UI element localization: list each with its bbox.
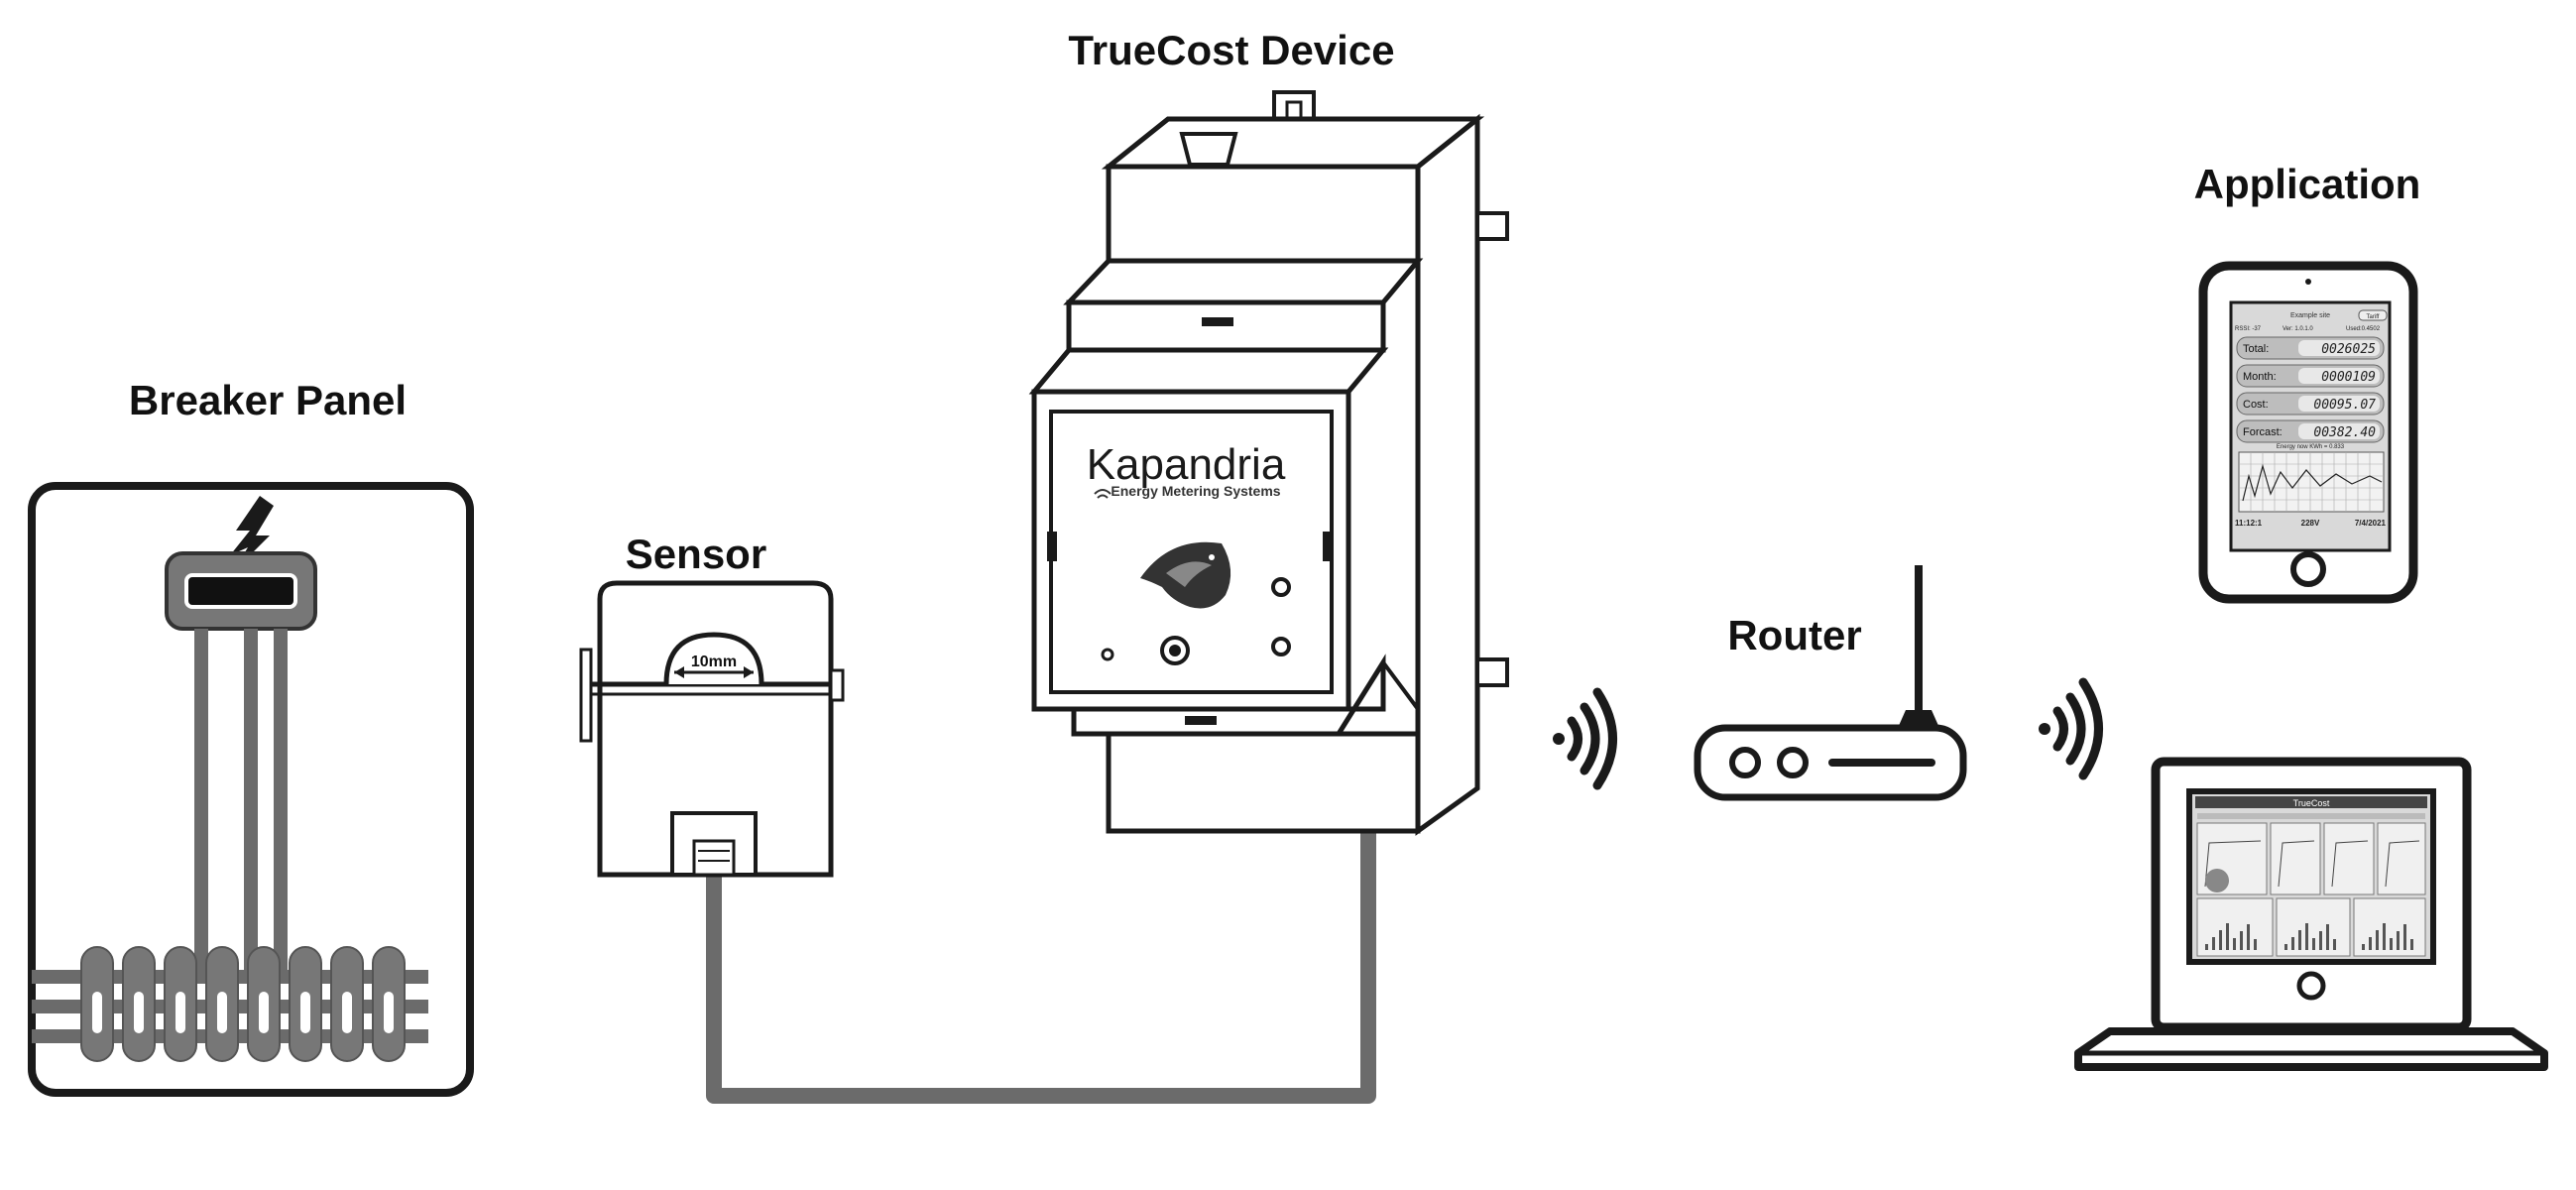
breaker-slot xyxy=(372,946,406,1062)
breaker-slot xyxy=(164,946,197,1062)
truecost-device-label: TrueCost Device xyxy=(1068,27,1394,73)
rssi: RSSI: -37 xyxy=(2235,326,2262,332)
led-indicator xyxy=(1101,648,1114,661)
breaker-slot xyxy=(80,946,114,1062)
version: Ver: 1.0.1.0 xyxy=(2283,326,2313,332)
footer-date: 7/4/2021 xyxy=(2355,519,2387,528)
reading-value: 0026025 xyxy=(2321,342,2376,357)
reading-row: Total: 0026025 xyxy=(2236,336,2385,360)
truecost-device: TrueCost Device Kapandria Energy Meterin… xyxy=(1028,27,1509,836)
dashboard-panel xyxy=(2276,897,2351,957)
breaker-panel-label: Breaker Panel xyxy=(129,377,407,423)
dashboard-panel xyxy=(2270,822,2321,895)
application-label: Application xyxy=(2194,161,2421,207)
breaker-slot xyxy=(122,946,156,1062)
bird-logo-icon xyxy=(1140,541,1231,609)
breaker-panel: Breaker Panel xyxy=(28,377,474,1097)
home-button[interactable] xyxy=(2290,551,2326,587)
reading-value: 00095.07 xyxy=(2313,398,2376,413)
reading-row: Cost: 00095.07 xyxy=(2236,392,2385,416)
laptop: TrueCost xyxy=(2074,757,2548,1071)
reading-label: Month: xyxy=(2243,371,2277,383)
dashboard-panel xyxy=(2377,822,2426,895)
breaker-slot xyxy=(247,946,281,1062)
router-label: Router xyxy=(1727,612,1861,658)
device-brand: Kapandria xyxy=(1087,440,1286,489)
wifi-signal-icon xyxy=(1553,687,1617,790)
reading-label: Total: xyxy=(2243,343,2269,355)
tariff-button[interactable] xyxy=(2358,309,2388,321)
reading-label: Cost: xyxy=(2243,399,2269,411)
phone: Application Example site Tariff RSSI: -3… xyxy=(2194,161,2421,604)
led-indicator xyxy=(1271,637,1291,656)
breaker-slot xyxy=(205,946,239,1062)
site-name: Example site xyxy=(2290,312,2330,319)
reading-label: Forcast: xyxy=(2243,426,2283,438)
breaker-slot xyxy=(289,946,322,1062)
reading-row: Month: 0000109 xyxy=(2236,364,2385,388)
breaker-slots xyxy=(80,946,406,1062)
dashboard-panel xyxy=(2353,897,2426,957)
sensor-size-label: 10mm xyxy=(691,654,737,670)
dashboard-panel xyxy=(2323,822,2375,895)
wifi-signal-icon xyxy=(2039,677,2103,780)
sensor-label: Sensor xyxy=(626,531,766,577)
tariff-button-label: Tariff xyxy=(2367,314,2380,320)
dashboard-panel xyxy=(2196,897,2274,957)
breaker-slot xyxy=(330,946,364,1062)
laptop-dashboard-panels xyxy=(2196,813,2426,957)
led-indicator xyxy=(1271,577,1291,597)
reading-row: Forcast: 00382.40 xyxy=(2236,419,2385,443)
router: Router xyxy=(1694,565,1967,801)
laptop-app-title: TrueCost xyxy=(2293,798,2330,808)
sensor-cable xyxy=(706,833,1376,1104)
lightning-icon xyxy=(230,496,274,573)
webcam xyxy=(2296,971,2326,1001)
device-tagline: Energy Metering Systems xyxy=(1111,483,1280,499)
reading-value: 00382.40 xyxy=(2313,425,2376,440)
used: Used:0.4502 xyxy=(2346,326,2381,332)
wifi-small-icon xyxy=(1094,489,1112,499)
energy-mini-chart xyxy=(2238,451,2385,513)
chart-title: Energy now KWh = 0.833 xyxy=(2277,444,2345,450)
reading-value: 0000109 xyxy=(2321,370,2376,385)
footer-time: 11:12:1 xyxy=(2235,519,2263,528)
footer-voltage: 228V xyxy=(2301,519,2320,528)
current-sensor: Sensor 10mm xyxy=(579,531,845,878)
